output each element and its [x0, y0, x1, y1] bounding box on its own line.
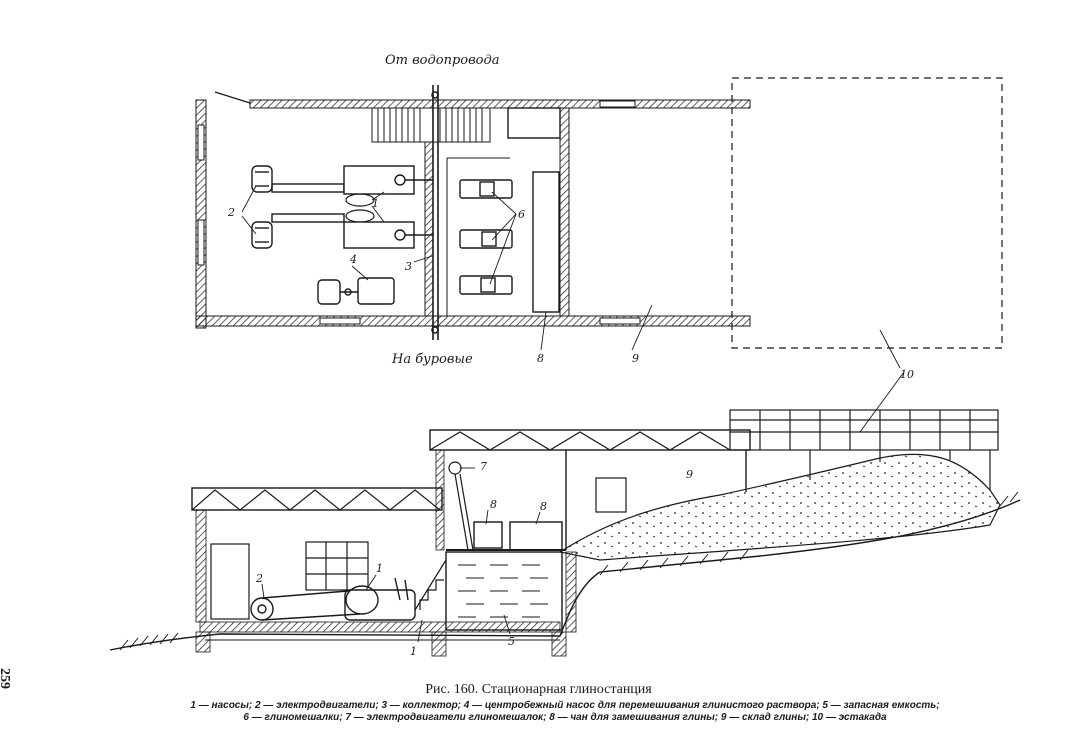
section-label-1: 1: [376, 562, 383, 575]
stairs: [371, 107, 491, 143]
plan-wall-mid2: [559, 107, 570, 317]
section-motor-2: [250, 577, 416, 621]
plan-view: [195, 77, 1003, 369]
plan-wall-bottom: [195, 315, 751, 327]
plan-wall-left: [195, 99, 207, 329]
section-label-2: 2: [255, 572, 263, 585]
label-9: 9: [632, 352, 639, 365]
motor-7: [448, 461, 462, 475]
label-to-rigs: На буровые: [391, 352, 473, 367]
page-number: 259: [0, 668, 12, 689]
pump-1-top: [343, 165, 433, 195]
label-4: 4: [349, 253, 357, 266]
clay-pile: [558, 453, 1001, 561]
motor-2-top: [251, 165, 345, 193]
label-from-water: От водопровода: [385, 53, 499, 68]
plan-storage-outline: [731, 77, 1003, 349]
motor-2-bottom: [251, 213, 345, 249]
legend-line-1: 1 — насосы; 2 — электродвигатели; 3 — ко…: [190, 700, 940, 711]
mid-building-roof-truss: [429, 429, 751, 451]
trestle-10: [729, 409, 999, 490]
vat-8-right: [509, 521, 563, 551]
section-label-9: 9: [686, 468, 693, 481]
collector-pipe: [431, 85, 439, 340]
label-3: 3: [405, 260, 412, 273]
plan-wall-top: [249, 99, 751, 109]
section-label-8b: 8: [540, 500, 547, 513]
label-10: 10: [900, 368, 914, 381]
label-2: 2: [227, 206, 235, 219]
mixers-6: [446, 157, 513, 316]
window-grid: [305, 541, 369, 591]
figure-caption-title: Рис. 160. Стационарная глиностанция: [425, 682, 652, 697]
reserve-tank-5: [445, 551, 563, 631]
section-label-7: 7: [480, 460, 487, 473]
legend-line-2: 6 — глиномешалки; 7 — электродвигатели г…: [243, 712, 887, 723]
centrifugal-pump-4: [317, 277, 395, 305]
vat-8-left: [473, 521, 503, 549]
figure-caption-legend: 1 — насосы; 2 — электродвигатели; 3 — ко…: [60, 700, 1070, 724]
label-6: 6: [518, 208, 525, 221]
label-1: 1: [372, 197, 379, 210]
label-8: 8: [537, 352, 544, 365]
section-view: [109, 371, 1021, 657]
section-label-8a: 8: [490, 498, 497, 511]
section-label-1b: 1: [410, 645, 417, 658]
section-label-5: 5: [508, 635, 515, 648]
pump-1-bottom: [343, 221, 433, 249]
